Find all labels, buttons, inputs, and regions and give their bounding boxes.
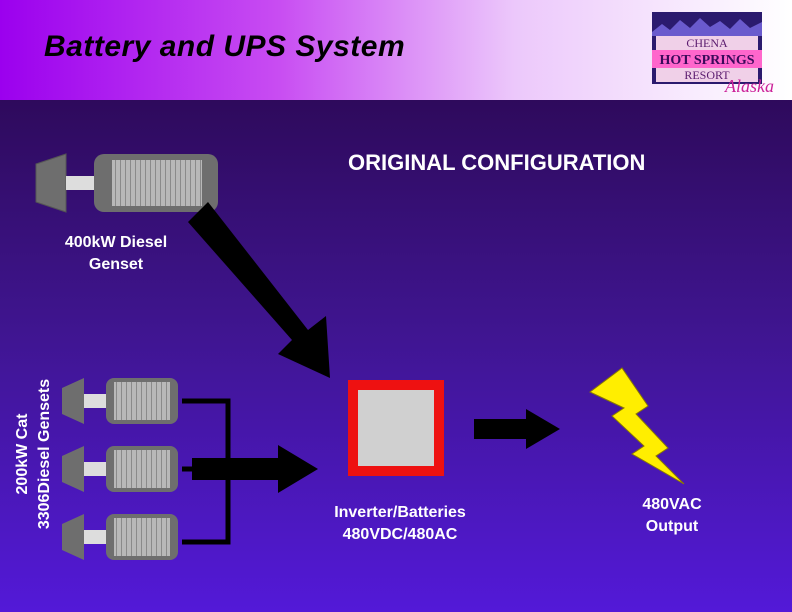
output-label: 480VAC Output <box>642 496 702 535</box>
arrow-gensets-to-inverter <box>192 445 318 493</box>
small-genset-icon-2 <box>62 446 178 492</box>
resort-logo: CHENA HOT SPRINGS RESORT <box>652 12 762 84</box>
small-genset-icon-3 <box>62 514 178 560</box>
large-genset-label: 400kW Diesel Genset <box>64 234 168 273</box>
svg-text:RESORT: RESORT <box>684 68 730 82</box>
svg-text:HOT SPRINGS: HOT SPRINGS <box>659 53 754 68</box>
large-genset-icon <box>35 153 219 213</box>
title-bar: Battery and UPS System CHENA HOT SPRINGS… <box>0 0 792 100</box>
slide-title: Battery and UPS System <box>44 30 406 63</box>
logo-tagline: Alaska <box>725 76 774 96</box>
config-heading: ORIGINAL CONFIGURATION <box>348 150 646 175</box>
arrow-inverter-to-output <box>474 409 560 449</box>
lightning-bolt-icon <box>589 367 685 485</box>
small-genset-icon-1 <box>62 378 178 424</box>
inverter-label: Inverter/Batteries 480VDC/480AC <box>334 504 466 543</box>
inverter-inner <box>358 390 434 466</box>
svg-text:CHENA: CHENA <box>686 36 728 50</box>
arrow-large-genset-to-inverter <box>188 202 330 378</box>
small-gensets-label: 200kW Cat 3306Diesel Gensets <box>14 378 53 530</box>
